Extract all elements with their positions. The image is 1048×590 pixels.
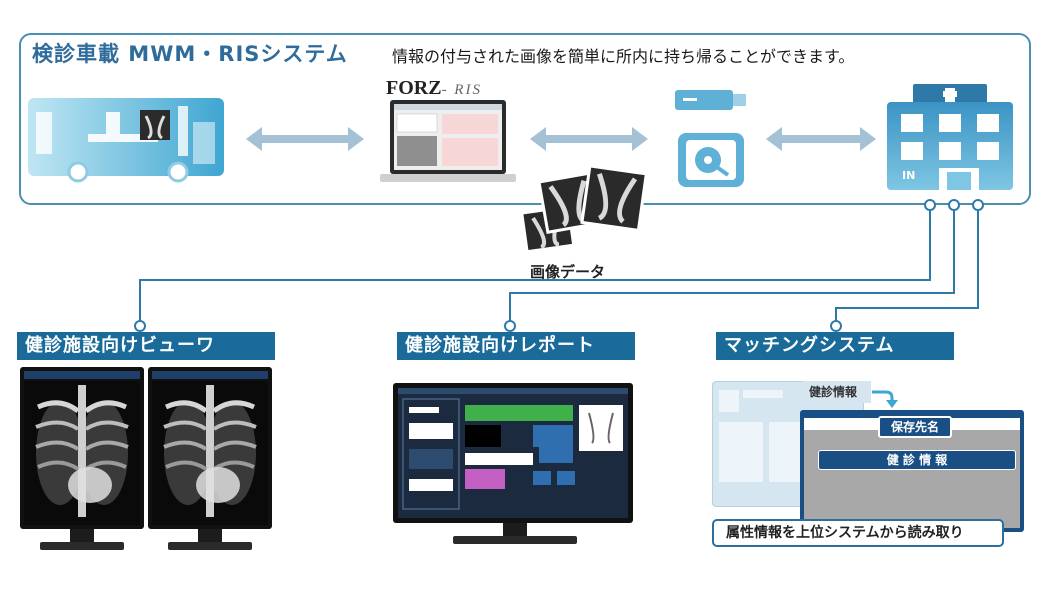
viewer-monitor-left <box>20 367 144 529</box>
back-card-avatar <box>719 390 739 412</box>
front-card-banner: 健 診 情 報 <box>818 450 1016 470</box>
exam-vehicle-illustration <box>28 98 224 183</box>
front-card-title: 保存先名 <box>878 416 952 438</box>
back-card-panel <box>719 422 763 482</box>
page-title: 検診車載 MWM・RISシステム <box>32 42 348 66</box>
viewer-monitor-right-stand <box>198 529 222 543</box>
forz-ris-logo: FORZ- RIS <box>386 77 482 99</box>
report-monitor <box>393 383 633 523</box>
section-header-report: 健診施設向けレポート <box>397 332 635 360</box>
xray-images-stack <box>520 164 648 254</box>
viewer-monitor-right-base <box>168 542 252 550</box>
hard-disk-icon <box>678 133 744 187</box>
section-header-matching: マッチングシステム <box>716 332 954 360</box>
page-subtitle: 情報の付与された画像を簡単に所内に持ち帰ることができます。 <box>392 47 855 66</box>
viewer-monitor-right <box>148 367 272 529</box>
back-card-field <box>743 390 783 398</box>
double-arrow-laptop-storage-icon <box>530 127 648 151</box>
viewer-monitor-left-base <box>40 542 124 550</box>
curved-arrow-icon <box>872 390 898 408</box>
report-monitor-stand <box>503 523 527 537</box>
hospital-entrance-label: IN <box>902 169 916 182</box>
hospital-building-icon <box>887 84 1013 190</box>
double-arrow-storage-hospital-icon <box>766 127 876 151</box>
section-header-viewer: 健診施設向けビューワ <box>17 332 275 360</box>
laptop-ris-illustration <box>380 100 516 182</box>
report-monitor-base <box>453 536 577 544</box>
double-arrow-vehicle-laptop-icon <box>246 127 364 151</box>
usb-drive-icon <box>675 90 746 110</box>
image-data-label: 画像データ <box>530 263 606 281</box>
viewer-monitor-left-stand <box>70 529 94 543</box>
system-frame <box>19 33 1031 205</box>
back-card-title: 健診情報 <box>803 381 871 403</box>
matching-caption: 属性情報を上位システムから読み取り <box>712 519 1004 547</box>
